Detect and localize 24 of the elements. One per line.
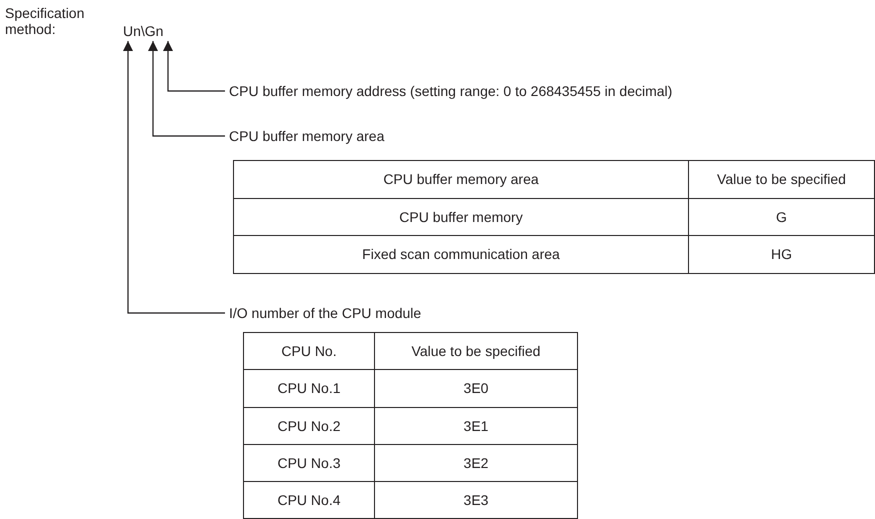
caption-label: Specification method: <box>5 5 86 37</box>
table-cell: Value to be specified <box>688 160 874 198</box>
table-cell: G <box>688 198 874 236</box>
table-cell: 3E0 <box>374 370 578 408</box>
table-cell: CPU No.3 <box>244 444 374 482</box>
leader-note: CPU buffer memory address (setting range: 0 to 268435455 in decimal) <box>229 82 672 100</box>
table-cell: CPU No.1 <box>244 370 374 408</box>
table-cell: CPU buffer memory area <box>234 160 688 198</box>
table-cell: 3E2 <box>374 444 578 482</box>
table-cell: 3E3 <box>374 482 578 519</box>
table-cell: 3E1 <box>374 407 578 444</box>
leader-arrow <box>163 41 225 92</box>
specification-format-text: Un\Gn <box>123 22 164 40</box>
leader-note: I/O number of the CPU module <box>229 304 422 322</box>
leader-note: CPU buffer memory area <box>229 127 384 145</box>
table-cell: Value to be specified <box>374 332 578 370</box>
table-cell: Fixed scan communication area <box>234 236 688 273</box>
table-cell: CPU No.4 <box>244 482 374 519</box>
table-cell: CPU No.2 <box>244 407 374 444</box>
table-cell: CPU buffer memory <box>234 198 688 236</box>
table-cell: HG <box>688 236 874 273</box>
table-cell: CPU No. <box>244 332 374 370</box>
leader-arrow <box>148 41 225 137</box>
leader-arrow <box>123 41 225 314</box>
